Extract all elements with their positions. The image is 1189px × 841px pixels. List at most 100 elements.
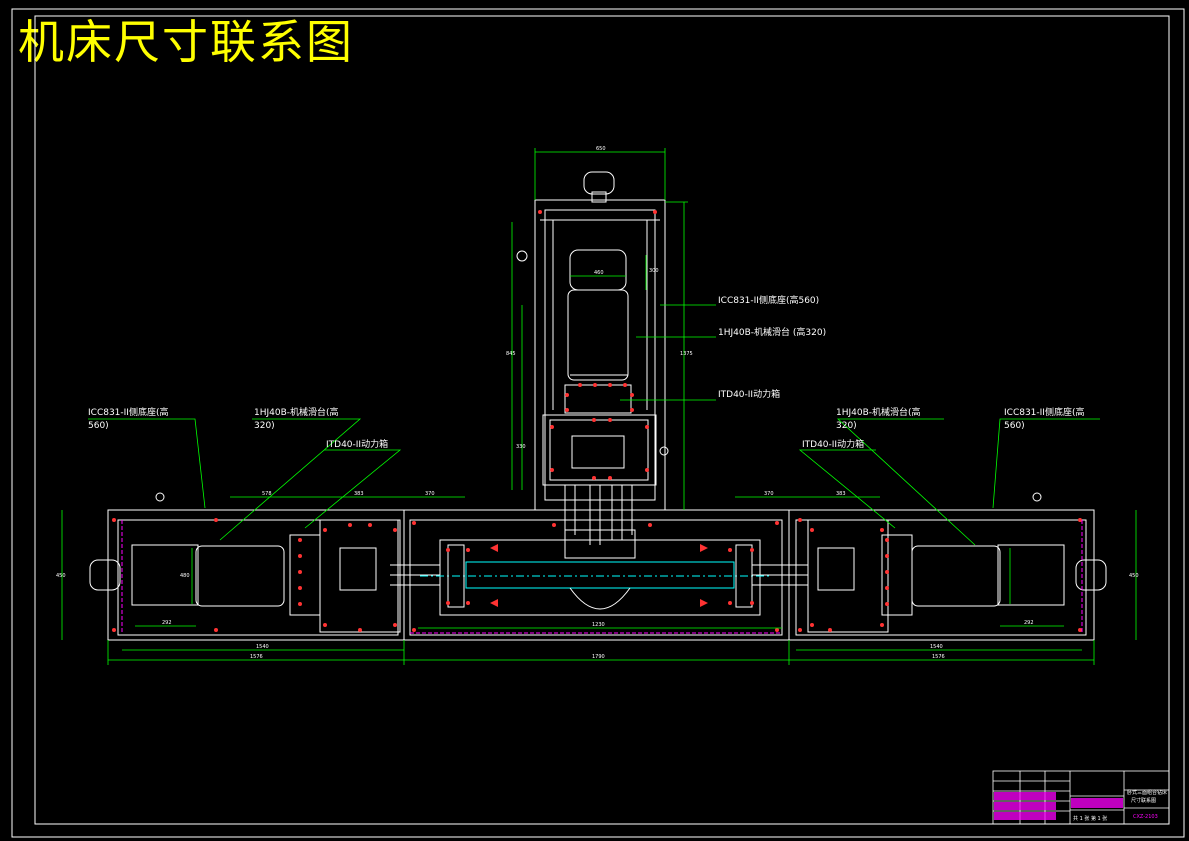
bolt-hole-icon — [412, 521, 416, 525]
bolt-hole-icon — [552, 523, 556, 527]
bolt-hole-icon — [214, 628, 218, 632]
label-right-slide-1: 1HJ40B-机械滑台(高 — [836, 406, 921, 418]
bolt-hole-icon — [592, 418, 596, 422]
titleblock-subtitle: 尺寸联系图 — [1131, 797, 1156, 804]
bolt-hole-icon — [358, 628, 362, 632]
bolt-hole-icon — [885, 570, 889, 574]
dim-top-width: 650 — [596, 146, 606, 152]
dim-center-height-a: 1375 — [680, 351, 693, 357]
dim-left-height: 450 — [56, 573, 66, 579]
bolt-hole-icon — [750, 601, 754, 605]
label-right-slide-2: 320) — [836, 421, 857, 431]
outer-border — [11, 8, 1185, 838]
bolt-holes — [112, 210, 1082, 632]
bolt-hole-icon — [608, 383, 612, 387]
bolt-hole-icon — [323, 528, 327, 532]
bolt-hole-icon — [298, 570, 302, 574]
bolt-hole-icon — [298, 602, 302, 606]
label-right-power: ITD40-II动力箱 — [802, 438, 864, 450]
bolt-hole-icon — [112, 628, 116, 632]
dim-right-1576: 1576 — [932, 654, 945, 660]
bolt-hole-icon — [393, 623, 397, 627]
label-left-power: ITD40-II动力箱 — [326, 438, 388, 450]
left-base — [107, 509, 405, 641]
label-left-base-2: 560) — [88, 421, 109, 431]
dim-left-370: 370 — [425, 491, 435, 497]
label-right-base-2: 560) — [1004, 421, 1025, 431]
bolt-hole-icon — [593, 383, 597, 387]
dim-center-height-c: 330 — [516, 444, 526, 450]
dim-right-1540: 1540 — [930, 644, 943, 650]
dim-right-height: 450 — [1129, 573, 1139, 579]
bolt-hole-icon — [446, 548, 450, 552]
bolt-hole-icon — [728, 548, 732, 552]
bolt-hole-icon — [348, 523, 352, 527]
dim-right-383: 383 — [836, 491, 846, 497]
bolt-hole-icon — [592, 476, 596, 480]
bolt-hole-icon — [565, 393, 569, 397]
bolt-hole-icon — [578, 383, 582, 387]
bolt-hole-icon — [214, 518, 218, 522]
dim-left-1540: 1540 — [256, 644, 269, 650]
bolt-hole-icon — [775, 521, 779, 525]
center-base — [534, 199, 666, 511]
inner-border — [34, 15, 1170, 825]
dim-left-1576: 1576 — [250, 654, 263, 660]
fixture-arrows — [490, 544, 708, 607]
right-base — [788, 509, 1095, 641]
bolt-hole-icon — [412, 628, 416, 632]
bolt-hole-icon — [1078, 628, 1082, 632]
bolt-hole-icon — [630, 393, 634, 397]
titleblock-code: CXZ-2103 — [1133, 814, 1158, 820]
bolt-hole-icon — [885, 586, 889, 590]
center-power-box — [542, 414, 657, 486]
center-unit — [516, 171, 669, 559]
title-block-fills — [994, 792, 1123, 820]
left-motor — [195, 545, 285, 607]
titleblock-sheet: 共 1 张 第 1 张 — [1073, 815, 1107, 822]
label-center-slide: 1HJ40B-机械滑台 (高320) — [718, 326, 826, 338]
dim-motor-width: 460 — [594, 270, 604, 276]
bolt-hole-icon — [1078, 518, 1082, 522]
bolt-hole-icon — [608, 476, 612, 480]
dim-mid-1230: 1230 — [592, 622, 605, 628]
bolt-hole-icon — [323, 623, 327, 627]
label-left-slide-1: 1HJ40B-机械滑台(高 — [254, 406, 339, 418]
bolt-hole-icon — [298, 538, 302, 542]
bolt-hole-icon — [466, 548, 470, 552]
drawing-title: 机床尺寸联系图 — [18, 15, 354, 69]
bolt-hole-icon — [728, 601, 732, 605]
bolt-hole-icon — [810, 528, 814, 532]
bolt-hole-icon — [828, 628, 832, 632]
bolt-hole-icon — [653, 210, 657, 214]
label-left-slide-2: 320) — [254, 421, 275, 431]
bolt-hole-icon — [645, 425, 649, 429]
bolt-hole-icon — [466, 601, 470, 605]
label-left-base-1: ICC831-II侧底座(高 — [88, 406, 168, 418]
center-motor — [567, 289, 629, 381]
titleblock-name: 卧式三面组合钻床 — [1127, 789, 1167, 796]
bolt-hole-icon — [798, 518, 802, 522]
dim-right-292: 292 — [1024, 620, 1034, 626]
bolt-hole-icon — [648, 523, 652, 527]
dim-left-motor-h: 480 — [180, 573, 190, 579]
bolt-hole-icon — [775, 628, 779, 632]
bolt-hole-icon — [368, 523, 372, 527]
bolt-hole-icon — [565, 408, 569, 412]
bolt-hole-icon — [550, 468, 554, 472]
bolt-hole-icon — [645, 468, 649, 472]
dim-left-292: 292 — [162, 620, 172, 626]
bolt-hole-icon — [798, 628, 802, 632]
bolt-hole-icon — [393, 528, 397, 532]
dim-mid-1790: 1790 — [592, 654, 605, 660]
left-unit — [89, 492, 440, 641]
dim-center-height-b: 845 — [506, 351, 516, 357]
right-unit — [752, 492, 1107, 641]
label-right-base-1: ICC831-II侧底座(高 — [1004, 406, 1084, 418]
bolt-hole-icon — [623, 383, 627, 387]
bolt-hole-icon — [885, 602, 889, 606]
dim-left-578: 578 — [262, 491, 272, 497]
label-center-power: ITD40-II动力箱 — [718, 388, 780, 400]
bolt-hole-icon — [810, 623, 814, 627]
